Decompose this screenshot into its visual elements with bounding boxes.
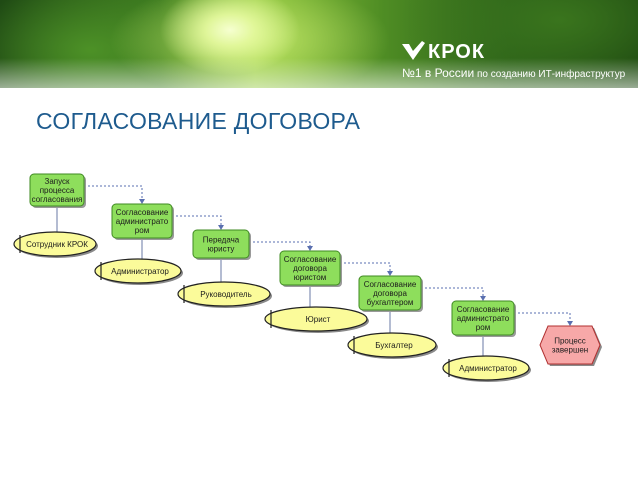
role-label-6-line-1: Администратор [459,364,517,373]
role-ellipse-2 [94,258,182,284]
end-event [539,325,601,365]
role-label-3-line-1: Руководитель [200,290,252,299]
tagline-prefix: №1 в России [402,66,475,80]
end-event-label-line-1: Процесс [554,336,586,345]
flow-arrow-4 [387,271,393,276]
logo-name: КРОК [428,41,486,63]
function-label-5-line-1: Согласование [364,280,417,289]
function-box-1 [29,173,85,207]
function-box-3 [192,229,250,259]
role-ellipse-6 [442,355,530,381]
function-label-6-line-3: ром [476,323,490,332]
function-label-1-line-2: процесса [40,186,75,195]
function-label-3-line-2: юристу [208,245,235,254]
function-label-5-line-2: договора [373,289,407,298]
flow-connector-1 [84,185,143,200]
function-label-3-line-1: Передача [203,235,240,244]
role-ellipse-5 [347,332,437,358]
function-label-2-line-2: администрато [116,217,169,226]
role-label-2-line-1: Администратор [111,267,169,276]
flow-arrow-1 [139,199,145,204]
role-ellipse-1 [13,231,97,257]
function-label-4-line-3: юристом [294,273,326,282]
flow-arrow-2 [218,225,224,230]
function-label-4-line-2: договора [293,264,327,273]
role-label-5-line-1: Бухгалтер [375,341,413,350]
tagline-suffix: по созданию ИТ-инфраструктур [476,69,626,80]
function-box-2 [111,203,173,239]
end-event-label-line-2: завершен [552,346,588,355]
krok-check-icon [402,41,425,60]
banner-fade [0,58,638,88]
function-box-4 [279,250,341,286]
flow-arrow-5 [480,296,486,301]
function-label-1-line-3: согласования [32,195,83,204]
role-label-4-line-1: Юрист [306,315,331,324]
flow-connector-6 [514,312,571,322]
logo-tagline: №1 в России по созданию ИТ-инфраструктур [402,66,625,80]
flow-connector-4 [340,262,391,272]
page-title: СОГЛАСОВАНИЕ ДОГОВОРА [36,108,361,134]
function-box-6 [451,300,515,336]
function-label-2-line-1: Согласование [116,208,169,217]
role-label-1-line-1: Сотрудник КРОК [26,240,88,249]
flow-arrow-6 [567,321,573,326]
header-banner: КРОК №1 в России по созданию ИТ-инфрастр… [0,0,638,88]
function-label-6-line-1: Согласование [457,305,510,314]
function-label-5-line-3: бухгалтером [367,298,414,307]
krok-logo: КРОК №1 в России по созданию ИТ-инфрастр… [396,36,638,88]
function-label-1-line-1: Запуск [44,177,70,186]
function-box-5 [358,275,422,311]
flow-arrow-3 [307,246,313,251]
role-ellipse-3 [177,281,271,307]
role-ellipse-4 [264,306,368,332]
function-label-4-line-1: Согласование [284,255,337,264]
flow-connector-2 [172,215,222,226]
function-label-2-line-3: ром [135,226,149,235]
flow-connector-3 [249,241,311,247]
function-label-6-line-2: администрато [457,314,510,323]
flow-connector-5 [421,287,484,297]
